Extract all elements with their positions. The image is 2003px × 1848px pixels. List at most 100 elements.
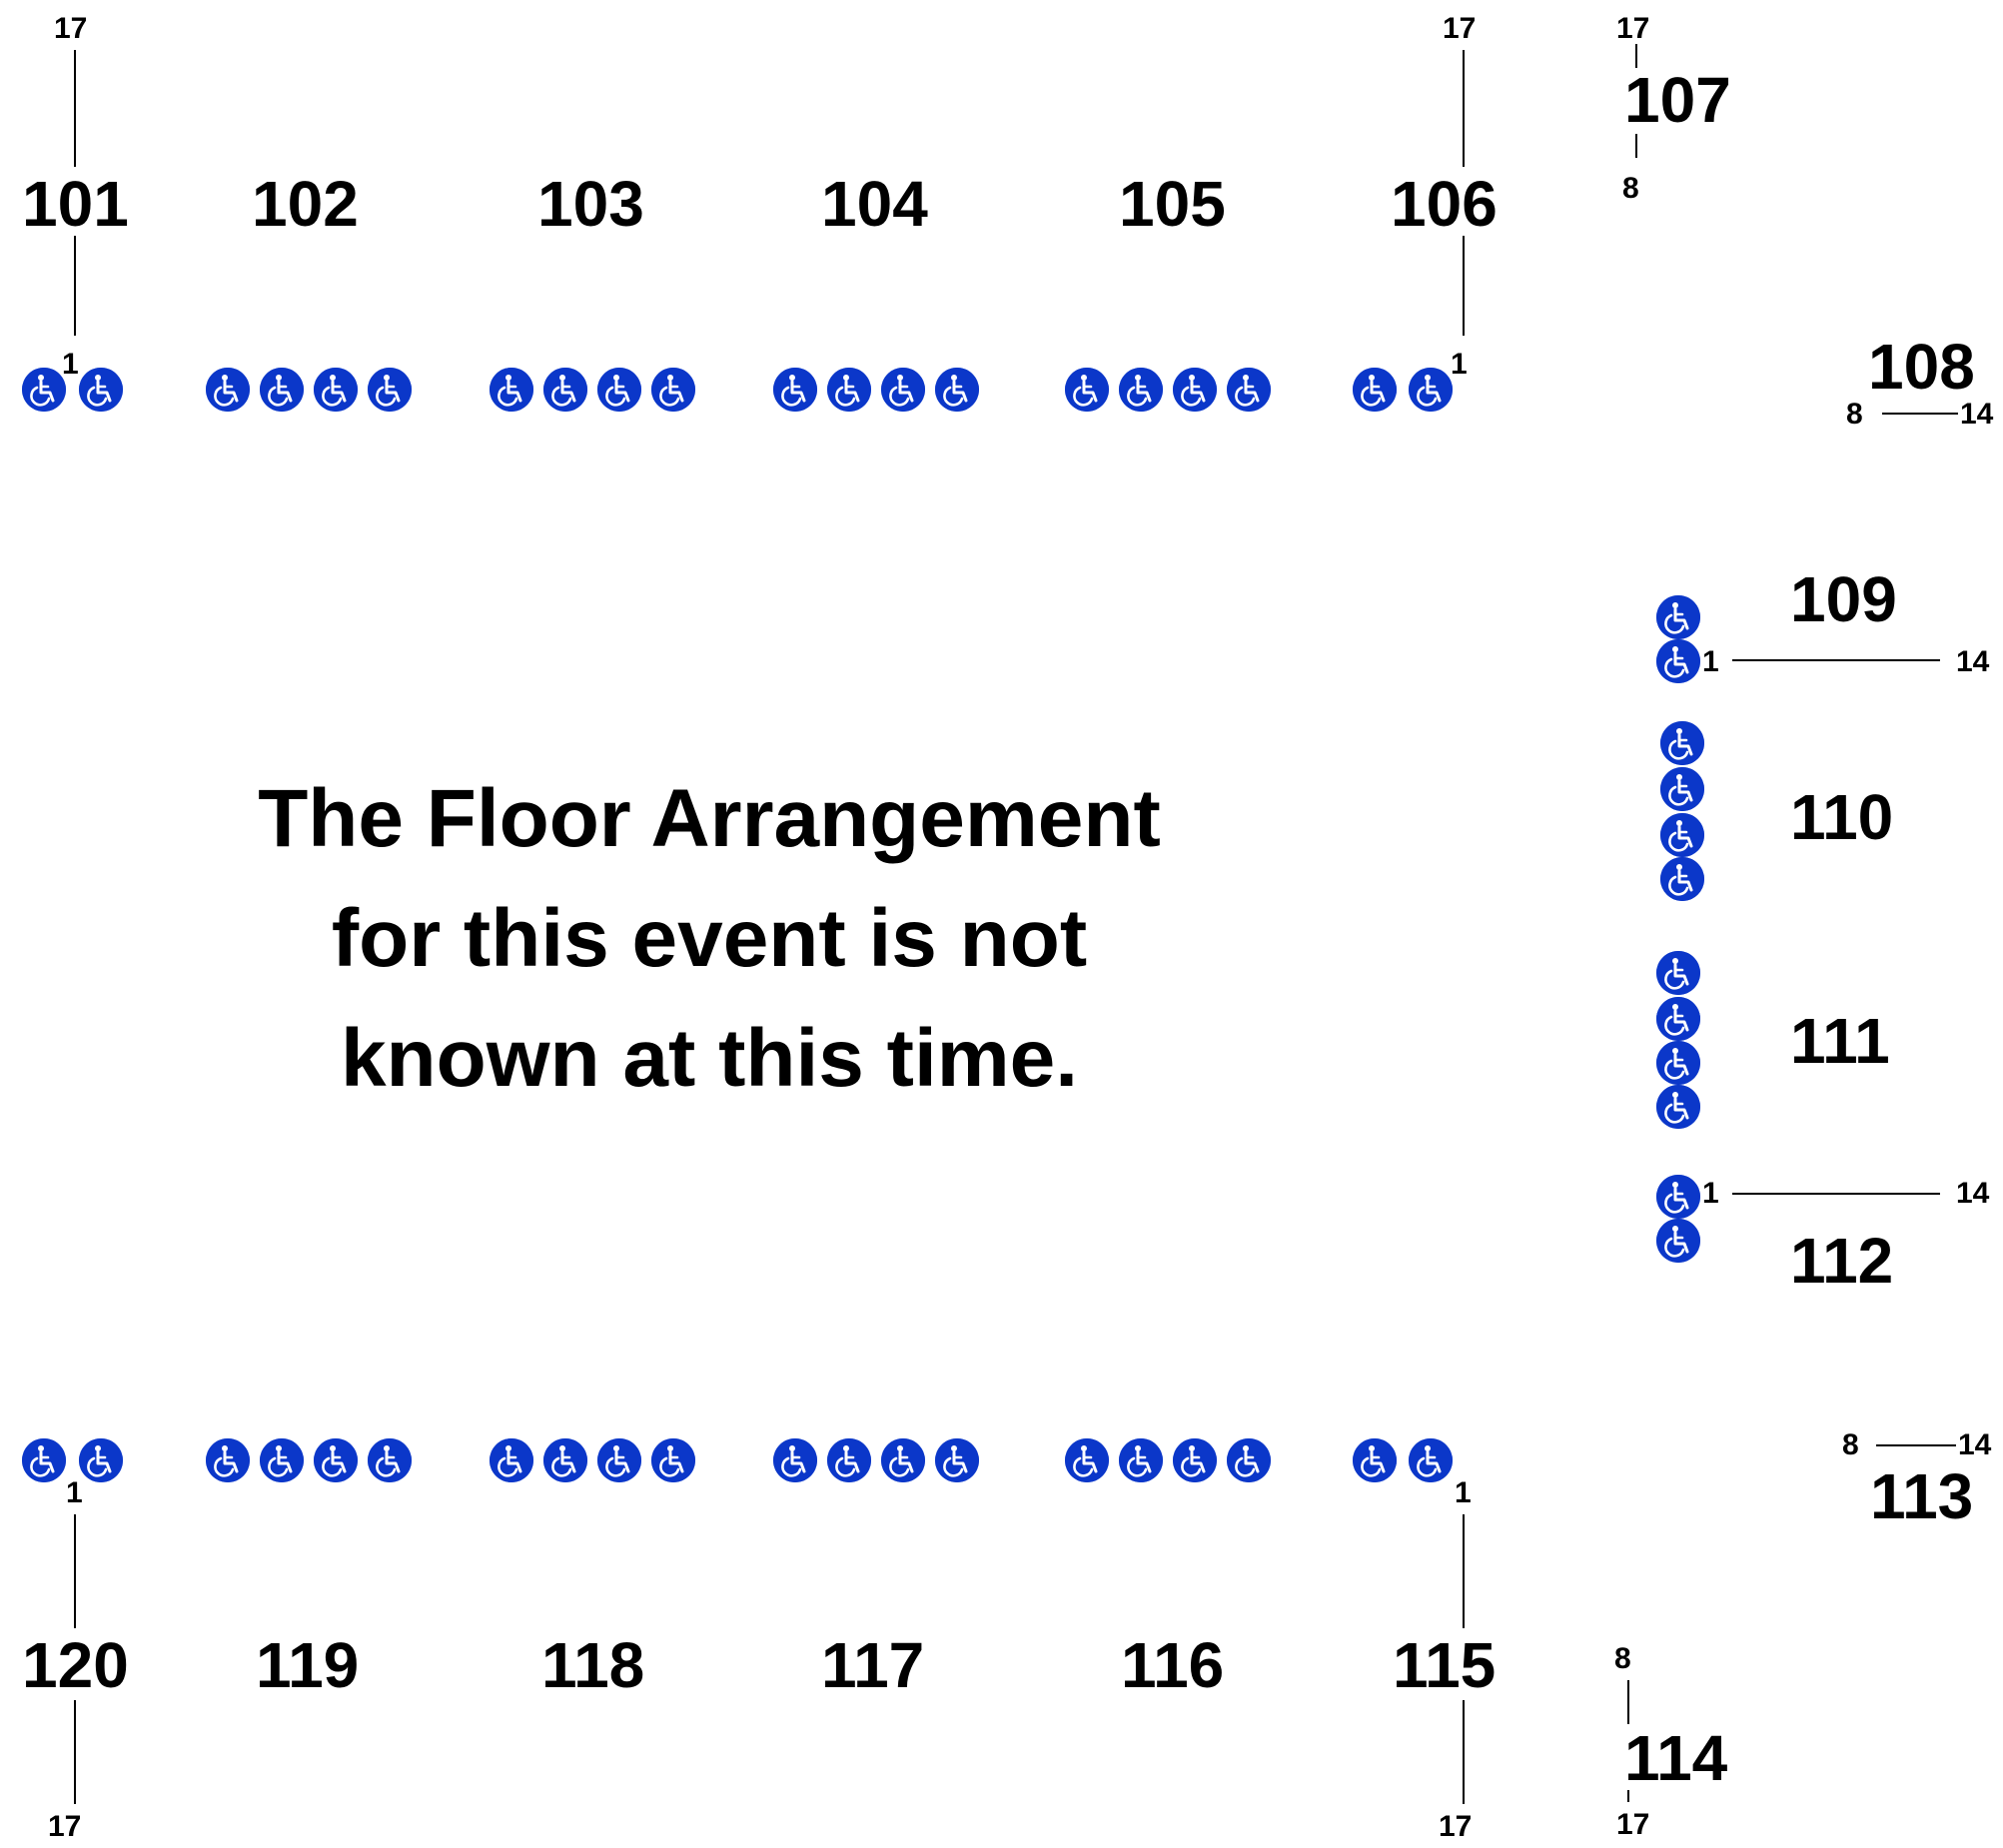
message-line-2: for this event is not bbox=[331, 893, 1088, 984]
wheelchair-icon bbox=[827, 368, 871, 412]
row-line-106-lower bbox=[1463, 236, 1465, 336]
section-116[interactable]: 116 bbox=[1121, 1629, 1225, 1701]
wheelchair-icon bbox=[314, 1438, 358, 1482]
section-101[interactable]: 101 bbox=[22, 168, 129, 240]
wheelchair-icon bbox=[1656, 1041, 1700, 1085]
row-label-106-top: 17 bbox=[1443, 12, 1477, 45]
wheelchair-icon bbox=[1656, 1175, 1700, 1219]
wheelchair-icon bbox=[1660, 813, 1704, 857]
row-label-120-top: 1 bbox=[66, 1476, 83, 1509]
row-label-112-right: 14 bbox=[1956, 1177, 1990, 1210]
wheelchair-icon bbox=[260, 1438, 304, 1482]
section-115[interactable]: 115 bbox=[1393, 1629, 1497, 1701]
wheelchair-icon bbox=[773, 368, 817, 412]
wheelchair-icon bbox=[1656, 595, 1700, 639]
wheelchair-icon bbox=[881, 1438, 925, 1482]
row-label-107-top: 17 bbox=[1616, 12, 1650, 45]
row-label-107-bottom: 8 bbox=[1622, 172, 1639, 205]
wheelchair-icon bbox=[22, 368, 66, 412]
row-label-106-bottom: 1 bbox=[1451, 348, 1468, 381]
wheelchair-icon bbox=[1173, 368, 1217, 412]
wheelchair-icon bbox=[543, 368, 587, 412]
wheelchair-icon bbox=[651, 368, 695, 412]
message-line-1: The Floor Arrangement bbox=[258, 773, 1161, 864]
section-104[interactable]: 104 bbox=[821, 168, 928, 240]
row-label-109-right: 14 bbox=[1956, 645, 1990, 678]
row-line-101-upper bbox=[74, 50, 76, 167]
wheelchair-icon bbox=[1409, 1438, 1453, 1482]
row-line-101-lower bbox=[74, 236, 76, 336]
row-line-108 bbox=[1882, 413, 1958, 415]
wheelchair-icon bbox=[314, 368, 358, 412]
wheelchair-icon bbox=[1065, 368, 1109, 412]
section-119[interactable]: 119 bbox=[256, 1629, 360, 1701]
wheelchair-icon bbox=[206, 368, 250, 412]
section-108[interactable]: 108 bbox=[1868, 331, 1975, 403]
section-117[interactable]: 117 bbox=[821, 1629, 925, 1701]
row-line-114-lower bbox=[1627, 1790, 1629, 1802]
row-label-115-top: 1 bbox=[1455, 1476, 1472, 1509]
section-106[interactable]: 106 bbox=[1391, 168, 1498, 240]
wheelchair-icon bbox=[881, 368, 925, 412]
row-line-114-upper bbox=[1627, 1680, 1629, 1724]
row-label-101-top: 17 bbox=[54, 12, 88, 45]
wheelchair-icon bbox=[1119, 1438, 1163, 1482]
section-110[interactable]: 110 bbox=[1790, 781, 1894, 853]
wheelchair-icon bbox=[1660, 857, 1704, 901]
row-line-112 bbox=[1732, 1193, 1940, 1195]
row-label-108-right: 14 bbox=[1960, 398, 1994, 431]
message-line-3: known at this time. bbox=[340, 1013, 1079, 1104]
wheelchair-icon bbox=[935, 1438, 979, 1482]
wheelchair-icon bbox=[543, 1438, 587, 1482]
row-line-107-lower bbox=[1635, 134, 1637, 158]
row-label-109-left: 1 bbox=[1702, 645, 1719, 678]
row-line-113 bbox=[1876, 1444, 1956, 1446]
section-113[interactable]: 113 bbox=[1870, 1460, 1974, 1532]
wheelchair-icon bbox=[79, 368, 123, 412]
section-102[interactable]: 102 bbox=[252, 168, 359, 240]
row-label-115-bottom: 17 bbox=[1439, 1810, 1473, 1843]
wheelchair-icon bbox=[1353, 1438, 1397, 1482]
row-line-106-upper bbox=[1463, 50, 1465, 167]
section-109[interactable]: 109 bbox=[1790, 563, 1897, 635]
section-103[interactable]: 103 bbox=[537, 168, 644, 240]
row-label-120-bottom: 17 bbox=[48, 1810, 82, 1843]
wheelchair-icon bbox=[1227, 1438, 1271, 1482]
wheelchair-icon bbox=[260, 368, 304, 412]
row-line-115-lower bbox=[1463, 1700, 1465, 1804]
wheelchair-icon bbox=[1353, 368, 1397, 412]
row-label-114-bottom: 17 bbox=[1616, 1808, 1650, 1841]
section-111[interactable]: 111 bbox=[1790, 1005, 1890, 1077]
section-105[interactable]: 105 bbox=[1119, 168, 1226, 240]
wheelchair-icon bbox=[1227, 368, 1271, 412]
row-label-108-left: 8 bbox=[1846, 398, 1863, 431]
wheelchair-icon bbox=[1065, 1438, 1109, 1482]
wheelchair-icon bbox=[22, 1438, 66, 1482]
wheelchair-icon bbox=[827, 1438, 871, 1482]
wheelchair-icon bbox=[368, 368, 412, 412]
row-label-112-left: 1 bbox=[1702, 1177, 1719, 1210]
row-line-120-lower bbox=[74, 1700, 76, 1804]
wheelchair-icon bbox=[597, 368, 641, 412]
section-118[interactable]: 118 bbox=[541, 1629, 645, 1701]
wheelchair-icon bbox=[368, 1438, 412, 1482]
section-120[interactable]: 120 bbox=[22, 1629, 129, 1701]
wheelchair-icon bbox=[773, 1438, 817, 1482]
floor-arrangement-message: The Floor Arrangement for this event is … bbox=[170, 759, 1249, 1119]
wheelchair-icon bbox=[1656, 997, 1700, 1041]
wheelchair-icon bbox=[1660, 721, 1704, 765]
wheelchair-icon bbox=[1656, 1085, 1700, 1129]
section-107[interactable]: 107 bbox=[1624, 64, 1731, 136]
wheelchair-icon bbox=[935, 368, 979, 412]
section-114[interactable]: 114 bbox=[1624, 1722, 1728, 1794]
wheelchair-icon bbox=[1119, 368, 1163, 412]
wheelchair-icon bbox=[79, 1438, 123, 1482]
row-label-101-bottom: 1 bbox=[62, 348, 79, 381]
section-112[interactable]: 112 bbox=[1790, 1225, 1894, 1297]
row-label-113-left: 8 bbox=[1842, 1428, 1859, 1461]
wheelchair-icon bbox=[651, 1438, 695, 1482]
wheelchair-icon bbox=[206, 1438, 250, 1482]
row-label-114-top: 8 bbox=[1614, 1642, 1631, 1675]
row-line-107-upper bbox=[1635, 44, 1637, 68]
